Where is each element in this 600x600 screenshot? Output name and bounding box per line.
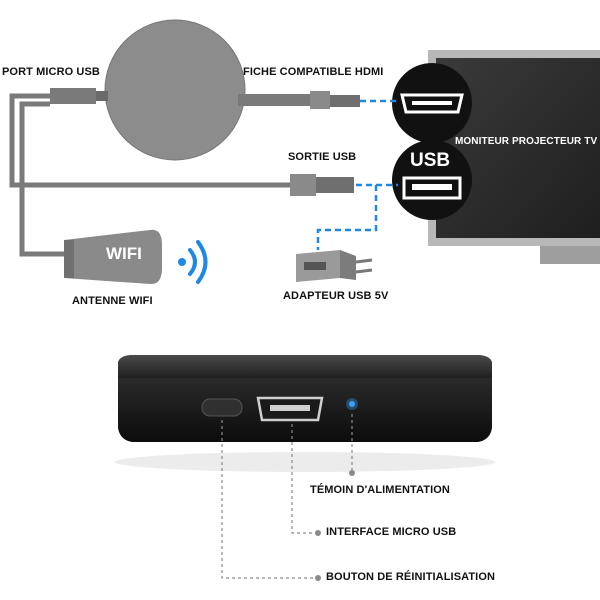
reset-button-hole	[201, 398, 243, 417]
leader-lines	[221, 414, 353, 579]
hdmi-port-badge	[392, 63, 472, 143]
label-interface-micro-usb: INTERFACE MICRO USB	[326, 526, 457, 538]
label-bouton-reinitialisation: BOUTON DE RÉINITIALISATION	[326, 571, 496, 583]
label-temoin: TÉMOIN D'ALIMENTATION	[310, 484, 450, 496]
usb-port-badge	[392, 140, 472, 220]
label-fiche-hdmi: FICHE COMPATIBLE HDMI	[243, 66, 384, 78]
usb-adapter	[296, 250, 373, 282]
power-led	[346, 398, 358, 410]
usb-output-plug	[290, 174, 398, 250]
wifi-badge-text: WIFI	[106, 244, 142, 263]
label-port-micro-usb: PORT MICRO USB	[2, 66, 100, 78]
micro-usb-port	[256, 396, 324, 422]
hdmi-cable	[238, 91, 398, 109]
label-sortie-usb: SORTIE USB	[288, 151, 357, 163]
dongle-body	[104, 19, 246, 161]
micro-usb-cable	[9, 88, 290, 257]
usb-badge-text: USB	[410, 150, 451, 171]
label-adaptateur: ADAPTEUR USB 5V	[283, 290, 389, 302]
wifi-signal-icon	[178, 240, 208, 284]
wifi-antenna	[64, 229, 162, 285]
leader-dots	[315, 470, 355, 581]
label-moniteur: MONITEUR PROJECTEUR TV	[455, 136, 598, 147]
label-antenne-wifi: ANTENNE WIFI	[72, 295, 153, 307]
